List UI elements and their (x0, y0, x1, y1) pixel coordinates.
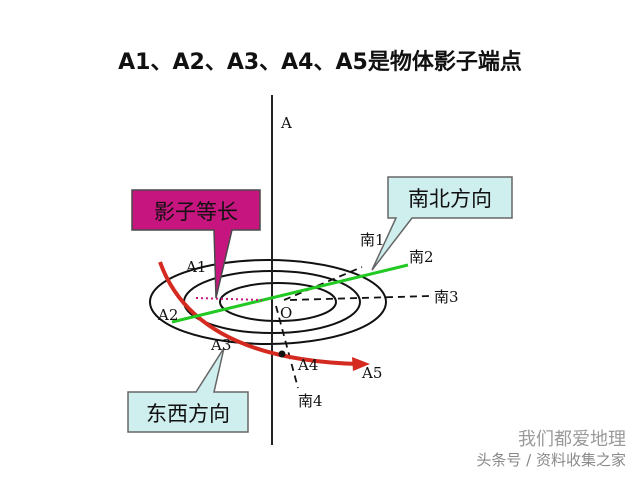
label-a2: A2 (157, 306, 178, 324)
north-south-line (171, 263, 409, 324)
label-south1: 南1 (360, 231, 385, 249)
ray-south4 (275, 305, 299, 389)
label-south2: 南2 (409, 248, 434, 266)
callout-equal-shadow-bg (131, 189, 261, 299)
label-south4: 南4 (298, 392, 323, 410)
south-rays (275, 266, 431, 389)
watermark-brand: 我们都爱地理 (518, 429, 626, 450)
circle-inner (219, 282, 337, 322)
page-title: A1、A2、A3、A4、A5是物体影子端点 (118, 50, 522, 75)
label-a1: A1 (185, 258, 206, 276)
point-a4 (278, 350, 286, 358)
callout-east-west-bg (127, 347, 249, 433)
callout-north-south-text: 南北方向 (408, 187, 492, 211)
label-center: O (280, 304, 292, 322)
watermark-source: 头条号 / 资料收集之家 (476, 451, 626, 469)
callout-equal-shadow-text: 影子等长 (154, 200, 238, 224)
label-a5: A5 (361, 364, 382, 382)
watermark: 我们都爱地理 头条号 / 资料收集之家 (476, 430, 626, 470)
shadow-end-curve (158, 261, 361, 366)
ray-south1 (283, 266, 363, 301)
label-a3: A3 (210, 336, 231, 354)
callout-east-west-text: 东西方向 (146, 402, 230, 426)
callout-north-south-bg (371, 176, 513, 271)
circle-outer (149, 259, 387, 345)
equal-shadow-segment (195, 297, 263, 301)
label-a4: A4 (297, 356, 318, 374)
label-south3: 南3 (434, 288, 459, 306)
shadow-curve-arrowhead (352, 357, 370, 371)
label-pole-top: A (280, 114, 292, 132)
